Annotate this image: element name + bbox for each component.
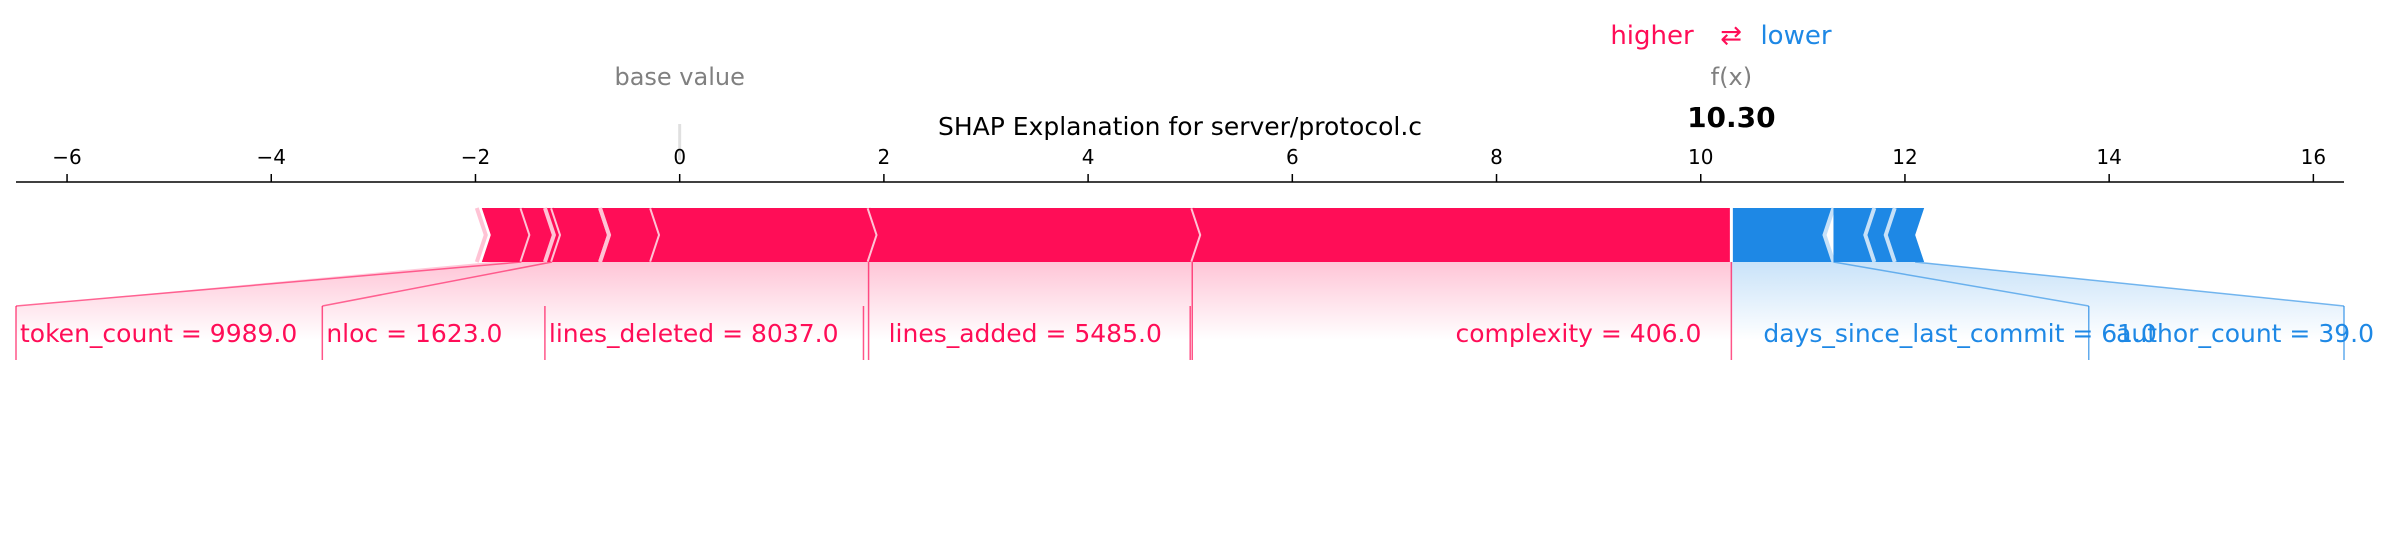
negative-fill xyxy=(1731,262,2344,340)
legend-higher: higher xyxy=(1610,21,1694,51)
label-connector-line xyxy=(1915,261,2345,307)
negative-bar-segment xyxy=(1731,208,1834,262)
positive-bar-segment xyxy=(651,208,878,262)
positive-bar-segment xyxy=(600,208,661,262)
positive-bar-segment xyxy=(552,208,610,262)
positive-segment-separator xyxy=(1190,207,1204,263)
label-connector-line xyxy=(15,261,522,307)
legend-arrows-icon: ⇄ xyxy=(1720,21,1742,51)
positive-segment-separator xyxy=(519,207,533,263)
label-connectors xyxy=(15,261,2345,360)
x-tick-label: 0 xyxy=(673,145,686,169)
positive-segment-separator xyxy=(598,207,612,263)
fx-value: 10.30 xyxy=(1687,101,1776,134)
fx-label: f(x) xyxy=(1711,63,1752,91)
positive-bar-segment xyxy=(481,208,531,262)
negative-segment-separator xyxy=(1822,207,1836,263)
label-connector-line xyxy=(322,261,553,307)
positive-segment-separator xyxy=(474,207,488,263)
x-tick-label: −2 xyxy=(461,145,490,169)
positive-feature-label: token_count = 9989.0 xyxy=(20,319,297,348)
x-tick-label: −6 xyxy=(52,145,81,169)
label-connector-line xyxy=(1833,261,2089,307)
positive-segment-separator xyxy=(543,207,557,263)
negative-bar-segment xyxy=(1833,208,1925,262)
negative-feature-label: author_count = 39.0 xyxy=(2116,319,2374,348)
x-axis: −6 −4 −2 0 2 4 6 8 10 12 14 16 xyxy=(16,145,2344,183)
negative-segment-separator xyxy=(1883,207,1897,263)
positive-feature-label: lines_deleted = 8037.0 xyxy=(549,319,839,348)
feature-labels: token_count = 9989.0 nloc = 1623.0 lines_d… xyxy=(20,319,2374,348)
x-tick-label: 14 xyxy=(2096,145,2121,169)
base-value-label: base value xyxy=(614,63,744,91)
positive-bar-segment xyxy=(1192,208,1732,262)
positive-feature-label: complexity = 406.0 xyxy=(1455,319,1701,348)
x-tick-label: 8 xyxy=(1490,145,1503,169)
negative-feature-label: days_since_last_commit = 61.0 xyxy=(1763,319,2157,348)
negative-segment-separator xyxy=(1863,207,1877,263)
positive-feature-label: lines_added = 5485.0 xyxy=(889,319,1162,348)
x-tick-label: −4 xyxy=(257,145,286,169)
x-tick-label: 16 xyxy=(2301,145,2326,169)
chart-title: SHAP Explanation for server/protocol.c xyxy=(938,112,1422,141)
x-tick-label: 6 xyxy=(1286,145,1299,169)
legend-lower: lower xyxy=(1760,21,1831,51)
positive-bar-segment xyxy=(868,208,1202,262)
positive-feature-label: nloc = 1623.0 xyxy=(326,319,502,348)
force-bars xyxy=(474,207,1925,263)
x-tick-label: 4 xyxy=(1082,145,1095,169)
positive-fill xyxy=(16,262,1732,340)
x-tick-label: 2 xyxy=(878,145,891,169)
x-tick-label: 12 xyxy=(1892,145,1917,169)
x-tick-label: 10 xyxy=(1688,145,1713,169)
